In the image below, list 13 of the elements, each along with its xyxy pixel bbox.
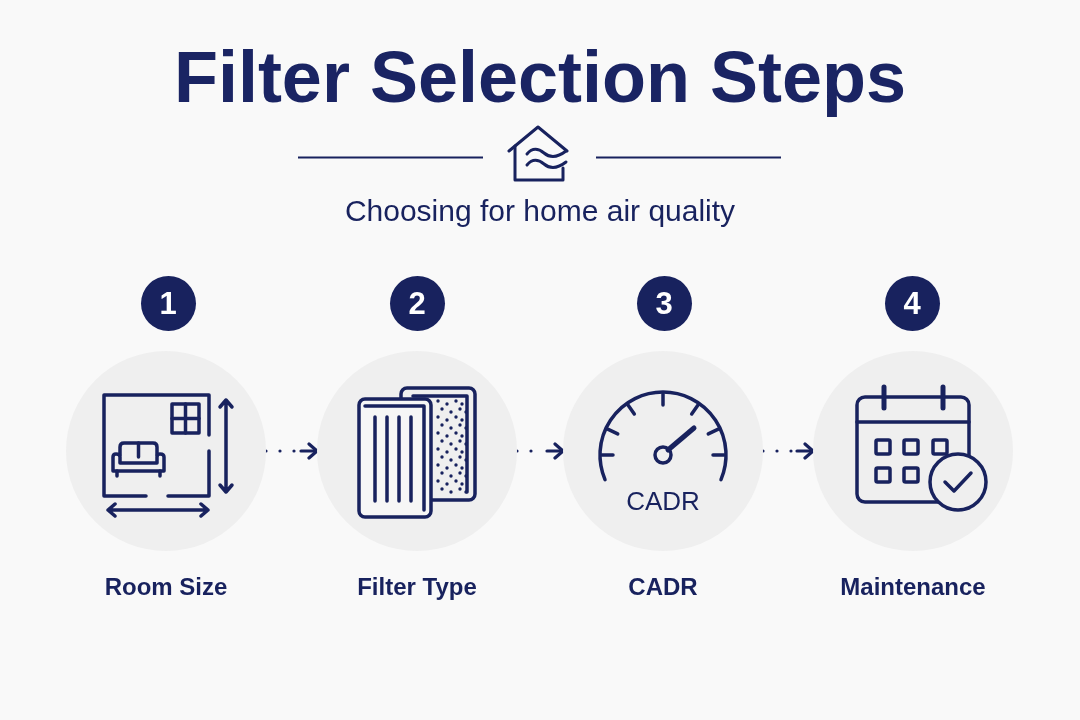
step-number: 3 <box>636 275 692 331</box>
arrow <box>264 442 319 460</box>
gauge-label: CADR <box>626 486 700 518</box>
step-label: Maintenance <box>840 573 986 602</box>
subtitle: Choosing for home air quality <box>344 193 736 229</box>
step-number: 1 <box>140 275 196 331</box>
step-number: 4 <box>884 275 940 331</box>
arrow <box>515 442 565 460</box>
step-number: 2 <box>389 275 445 331</box>
step-label: CADR <box>628 573 698 602</box>
step-label: Filter Type <box>357 573 477 602</box>
arrow <box>761 442 815 460</box>
step-label: Room Size <box>104 573 228 602</box>
